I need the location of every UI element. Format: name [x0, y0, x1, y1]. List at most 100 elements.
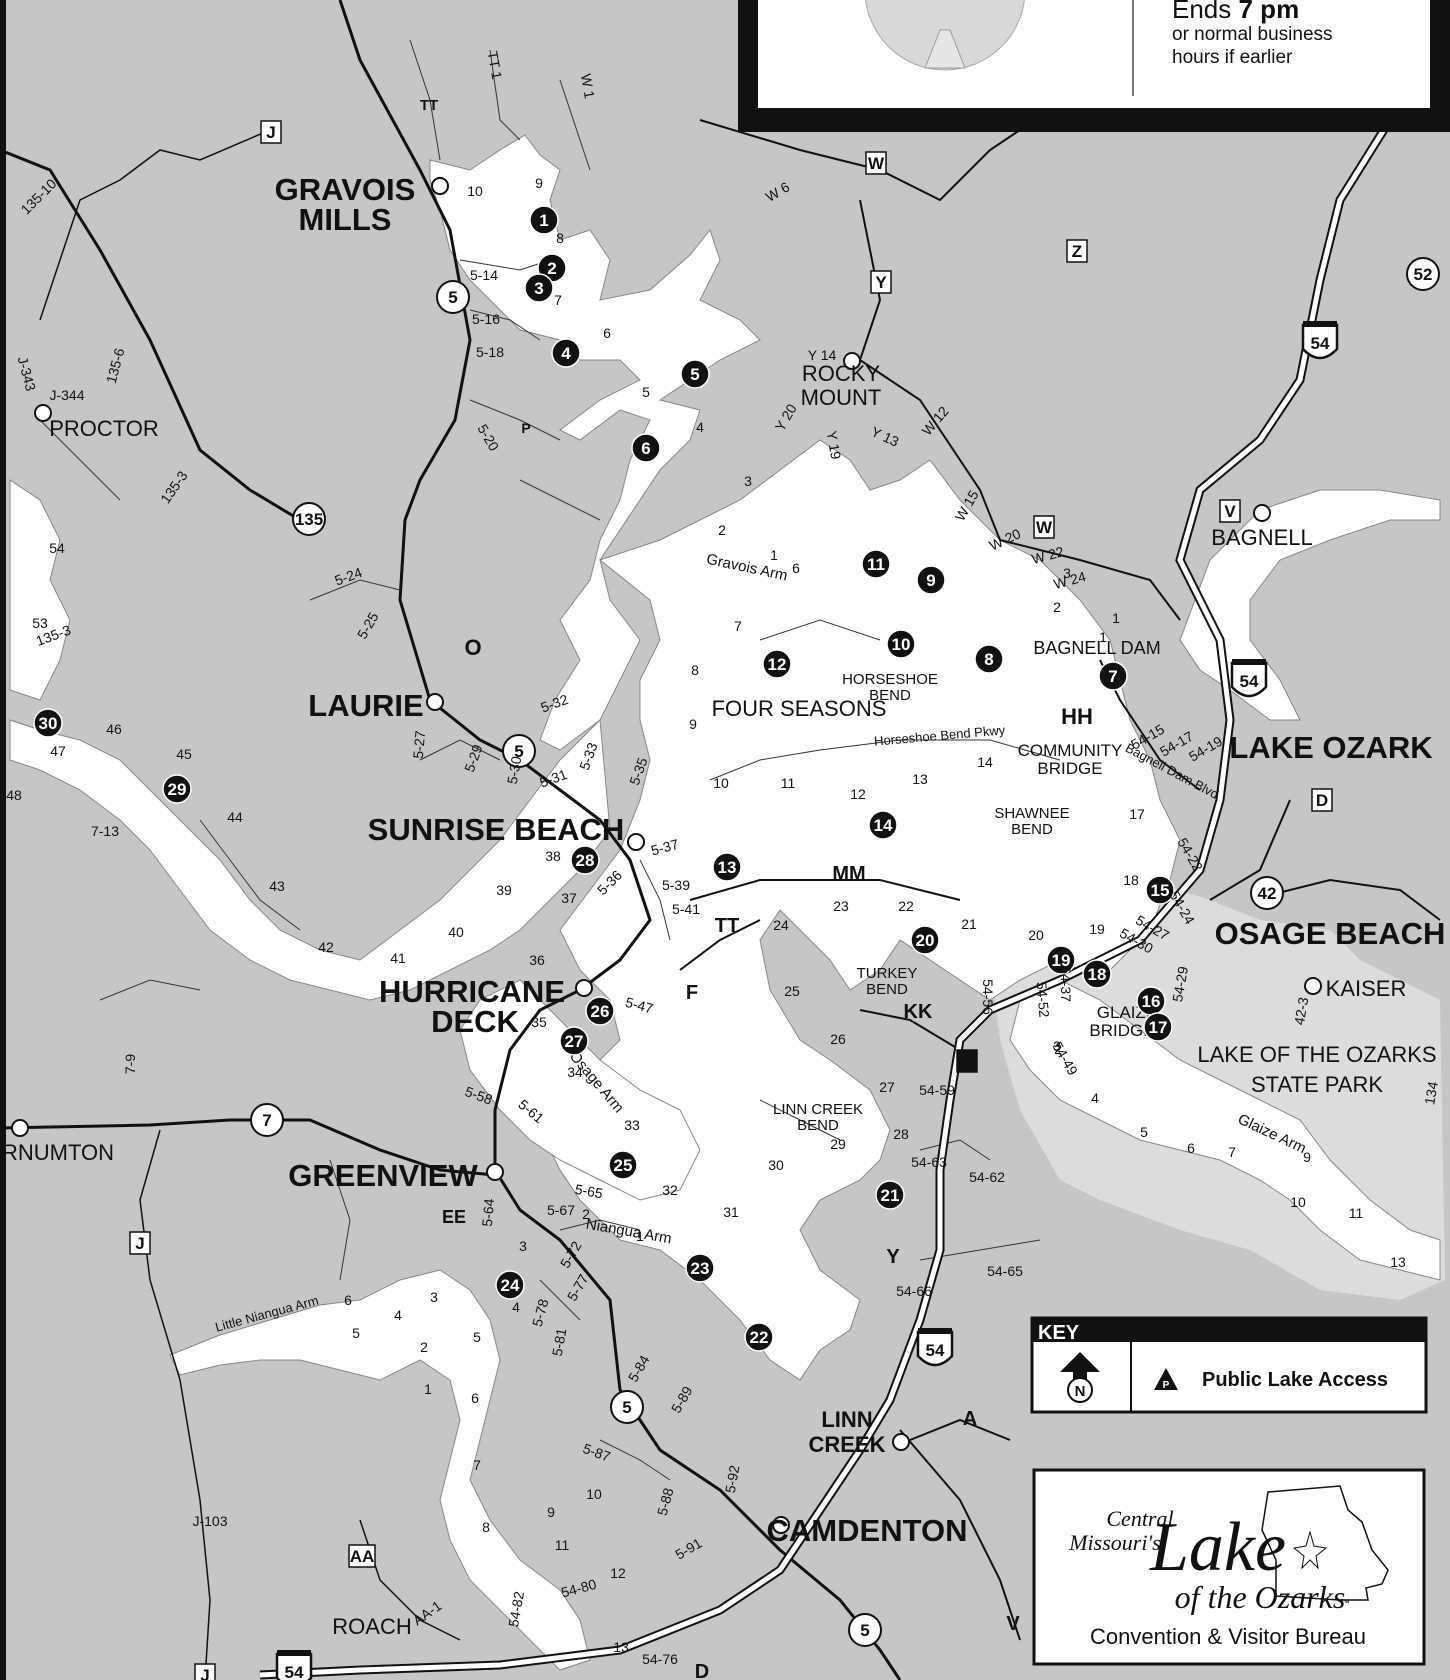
marker-9: 9: [916, 565, 946, 595]
road-label: 5-67: [547, 1202, 575, 1218]
town-greenview: GREENVIEW: [288, 1158, 478, 1193]
marker-21: 21: [875, 1180, 905, 1210]
cove-number: 30: [768, 1157, 784, 1173]
logo-tm: ™: [1340, 1598, 1350, 1609]
marker-label: 30: [39, 714, 58, 733]
route-box-label: Z: [1072, 242, 1082, 261]
road-label: 54-56: [980, 979, 996, 1015]
route-7: [0, 1118, 496, 1177]
cove-number: 21: [961, 916, 977, 932]
logo-missouris: Missouri's: [1068, 1530, 1161, 1555]
route-letter-MM: MM: [832, 863, 865, 885]
road-label: 5-41: [672, 901, 700, 917]
cove-number: 3: [519, 1238, 527, 1254]
cove-number: 2: [420, 1339, 428, 1355]
route-box-label: H: [961, 1052, 973, 1071]
spade-logo-icon: [865, 0, 1025, 71]
route-box-J: J: [260, 120, 282, 144]
town-labels: GRAVOIS MILLS LAURIE SUNRISE BEACH HURRI…: [275, 172, 1446, 1548]
road-label: 134: [1421, 1080, 1441, 1106]
cove-number: 14: [977, 754, 993, 770]
cove-number: 41: [390, 950, 406, 966]
route-circle-5: 5: [848, 1613, 882, 1647]
cove-number: 20: [1028, 927, 1044, 943]
cove-number: 35: [531, 1014, 547, 1030]
marker-label: 7: [1108, 667, 1117, 686]
place-community: COMMUNITY: [1018, 741, 1123, 760]
place-rnumton: RNUMTON: [2, 1140, 114, 1165]
cove-number: 33: [624, 1117, 640, 1133]
marker-7: 7: [1098, 661, 1128, 691]
marker-1: 1: [529, 205, 559, 235]
us-54-shield-icon: 54: [1301, 321, 1339, 360]
cove-number: 11: [781, 775, 796, 791]
cove-number: 7: [734, 618, 742, 634]
cove-number: 8: [482, 1519, 490, 1535]
place-linn-creek: LINN CREEK: [773, 1101, 863, 1118]
route-circle-label: 7: [262, 1111, 271, 1130]
marker-10: 10: [886, 629, 916, 659]
place-state-park-1: LAKE OF THE OZARKS: [1197, 1042, 1436, 1067]
marker-25: 25: [608, 1150, 638, 1180]
route-box-V: V: [1219, 499, 1241, 523]
marker-label: 4: [561, 344, 571, 363]
cove-number: 10: [467, 183, 483, 199]
route-circle-5: 5: [502, 734, 536, 768]
map-key: KEY N P Public Lake Access: [1030, 1316, 1428, 1414]
cove-number: 1: [424, 1381, 432, 1397]
lake-water: [9, 134, 1441, 1671]
cove-number: 31: [723, 1204, 739, 1220]
route-circle-label: 5: [514, 742, 523, 761]
marker-27: 27: [559, 1026, 589, 1056]
road-label: 5-64: [479, 1198, 497, 1228]
route-box-J: J: [194, 1663, 216, 1680]
banner-line3: hours if earlier: [1172, 47, 1293, 68]
logo-of-the-ozarks: of the Ozarks: [1175, 1579, 1346, 1615]
road-label: TT 1: [485, 50, 506, 81]
marker-label: 14: [874, 816, 893, 835]
road-label: J-344: [49, 387, 84, 403]
place-shawnee-bend: BEND: [1011, 821, 1053, 838]
route-letter-O: O: [464, 635, 481, 660]
key-title: KEY: [1038, 1322, 1080, 1344]
route-box-Z: Z: [1066, 239, 1088, 263]
cove-number: 53: [32, 615, 48, 631]
marker-label: 25: [614, 1156, 633, 1175]
road-label: 5-37: [649, 836, 680, 859]
route-a: [909, 1418, 1011, 1441]
road-label: 42-3: [1291, 996, 1312, 1027]
marker-22: 22: [744, 1322, 774, 1352]
town-laurie: LAURIE: [308, 688, 423, 723]
marker-5: 5: [680, 359, 710, 389]
cove-number: 46: [106, 721, 122, 737]
minor-roads: [39, 39, 1061, 1481]
us-shield-label: 54: [1240, 672, 1259, 691]
road-label: 54-63: [911, 1154, 947, 1170]
cove-number: 18: [1123, 872, 1139, 888]
marker-29: 29: [162, 774, 192, 804]
route-letter-Y: Y: [886, 1246, 900, 1268]
place-four-seasons: FOUR SEASONS: [712, 696, 887, 721]
cove-number: 13: [912, 771, 928, 787]
cove-number: 48: [6, 787, 22, 803]
cove-number: 2: [1053, 599, 1061, 615]
cove-number: 13: [613, 1639, 629, 1655]
cove-number: 13: [1390, 1254, 1406, 1270]
route-135: [0, 148, 301, 522]
banner-ends-prefix: Ends: [1172, 0, 1231, 24]
cove-number: 9: [1303, 1149, 1311, 1165]
cove-number: 6: [344, 1292, 352, 1308]
route-letter-TT: TT: [715, 915, 739, 937]
marker-label: 3: [534, 279, 543, 298]
route-box-label: AA: [350, 1547, 375, 1566]
cove-number: 39: [496, 882, 512, 898]
cove-number: 27: [879, 1079, 895, 1095]
cove-number: 29: [830, 1136, 846, 1152]
cove-number: 12: [850, 786, 866, 802]
cove-number: 6: [1187, 1140, 1195, 1156]
route-circle-135: 135: [292, 502, 326, 536]
cove-number: 1: [1112, 610, 1120, 626]
